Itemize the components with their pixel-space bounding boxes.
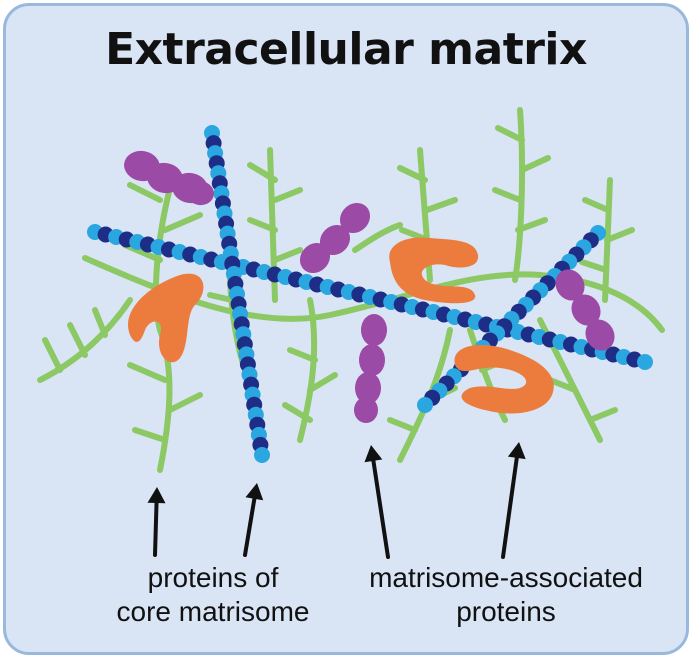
label-associated-line-2: proteins [456,596,556,627]
diagram-frame: Extracellular matrix [3,3,689,655]
arrow-associated-2-head [507,442,526,460]
orange-protein-3 [454,345,554,414]
collagen-fiber-horizontal-bead [637,354,653,370]
purple-glycoprotein-4-bead [571,294,601,326]
green-fiber-5 [247,147,303,303]
arrow-core-2 [243,483,264,557]
collagen-fiber-diagonal-bead [417,397,433,413]
green-fiber-2 [153,167,178,473]
green-fiber-6 [282,297,338,443]
arrow-core-2-shaft [243,496,257,557]
arrow-core-1 [147,487,166,557]
orange-protein-2 [389,237,479,304]
collagen-fiber-vertical-bead [254,447,270,463]
purple-glycoprotein-1 [124,150,214,206]
pointer-arrows [147,442,526,559]
green-fiber-8 [492,107,551,283]
label-associated-line-1: matrisome-associated [369,562,643,593]
arrow-associated-1 [364,445,390,559]
purple-glycoprotein-4-bead [555,269,585,301]
purple-glycoprotein-4 [555,269,615,351]
green-fiber-4 [37,297,133,383]
purple-glycoprotein-3-bead [359,344,385,376]
green-fiber-13 [352,222,403,253]
purple-glycoprotein-2-bead [319,224,351,256]
diagram-title: Extracellular matrix [105,24,587,75]
purple-glycoprotein-1-bead [186,180,214,206]
purple-glycoprotein-3 [354,314,387,423]
green-fiber-9 [579,177,635,303]
collagen-fibers [87,125,653,463]
label-core-matrisome: proteins of core matrisome [88,561,338,629]
green-fiber-7 [397,147,458,283]
purple-glycoprotein-2 [299,202,371,274]
arrow-associated-1-head [364,445,383,463]
purple-glycoprotein-3-bead [361,314,387,346]
label-core-line-1: proteins of [147,562,279,593]
purple-glycoprotein-3-bead [354,397,378,423]
label-matrisome-associated: matrisome-associated proteins [336,561,676,629]
collagen-fiber-vertical [204,125,270,463]
arrow-core-1-shaft [153,500,159,557]
purple-glycoprotein-3-bead [355,372,381,404]
label-core-line-2: core matrisome [116,596,310,627]
arrow-core-2-head [245,483,264,501]
arrow-associated-2 [501,442,526,559]
purple-glycoproteins [124,150,615,423]
purple-glycoprotein-2-bead [299,242,331,274]
orange-protein-1 [128,273,204,363]
purple-glycoprotein-2-bead [339,202,371,234]
orange-proteins [128,237,554,414]
arrow-core-1-head [147,487,166,504]
green-fiber-1 [82,255,665,333]
purple-glycoprotein-4-bead [585,319,615,351]
arrow-associated-1-shaft [371,458,390,559]
arrow-associated-2-shaft [501,455,519,559]
